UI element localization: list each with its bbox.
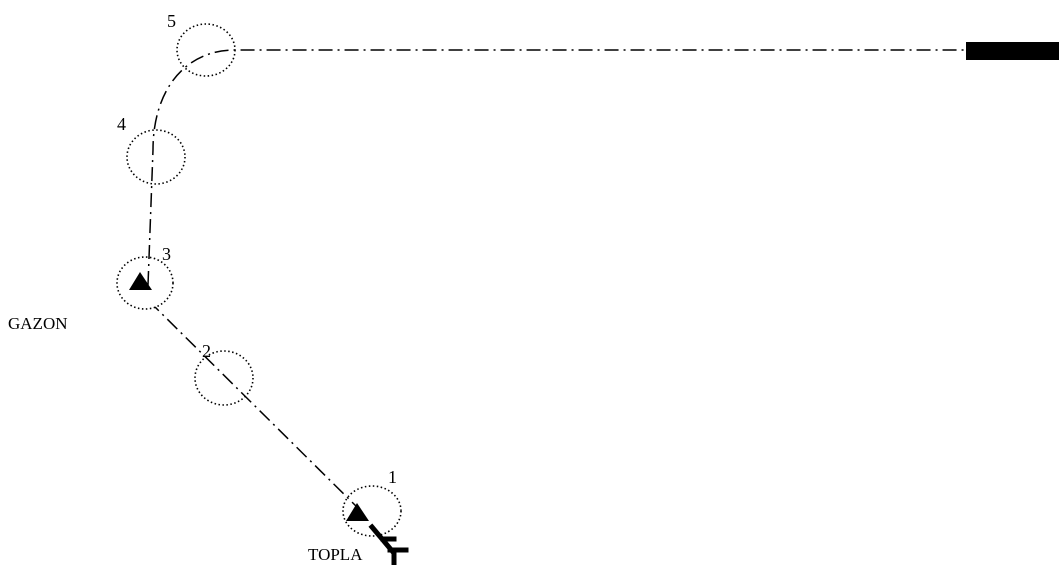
triangle-icon [129, 272, 152, 290]
waypoint-1-label: 1 [388, 467, 397, 487]
aircraft-icon [368, 523, 409, 565]
waypoint-4-circle [126, 129, 186, 185]
waypoint-2-circle [194, 350, 254, 406]
waypoint-5[interactable]: 5 [167, 11, 236, 77]
waypoint-3-label: 3 [162, 244, 171, 264]
waypoint-5-label: 5 [167, 11, 176, 31]
triangle-icon [346, 503, 369, 521]
route-line [147, 49, 968, 513]
waypoint-3[interactable]: 3 [116, 244, 174, 310]
waypoint-4-label: 4 [117, 114, 126, 134]
waypoint-3-circle [116, 256, 174, 310]
waypoint-1-circle [342, 485, 402, 537]
waypoint-2[interactable]: 2 [194, 341, 254, 406]
waypoint-1[interactable]: 1 [342, 467, 402, 537]
waypoint-2-label: 2 [202, 341, 211, 361]
runway-bar-icon [966, 42, 1059, 60]
waypoint-4[interactable]: 4 [117, 114, 186, 185]
waypoint-5-circle [176, 23, 236, 77]
fix-label-topla: TOPLA [308, 545, 363, 564]
fix-label-gazon: GAZON [8, 314, 68, 333]
